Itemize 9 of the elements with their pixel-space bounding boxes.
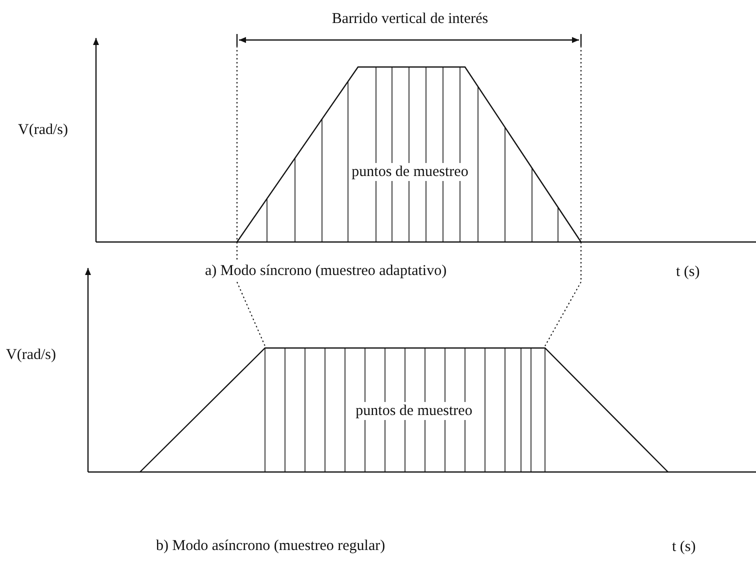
axis-label: V(rad/s)	[18, 121, 68, 139]
axis-label: V(rad/s)	[6, 346, 56, 364]
axis-label: t (s)	[672, 538, 696, 556]
plot-caption: b) Modo asíncrono (muestreo regular)	[156, 537, 386, 555]
region-label: puntos de muestreo	[350, 163, 470, 181]
axis-label: t (s)	[676, 263, 700, 281]
region-label: puntos de muestreo	[354, 402, 474, 420]
plot-caption: a) Modo síncrono (muestreo adaptativo)	[203, 262, 449, 280]
dimension-label: Barrido vertical de interés	[332, 10, 488, 28]
